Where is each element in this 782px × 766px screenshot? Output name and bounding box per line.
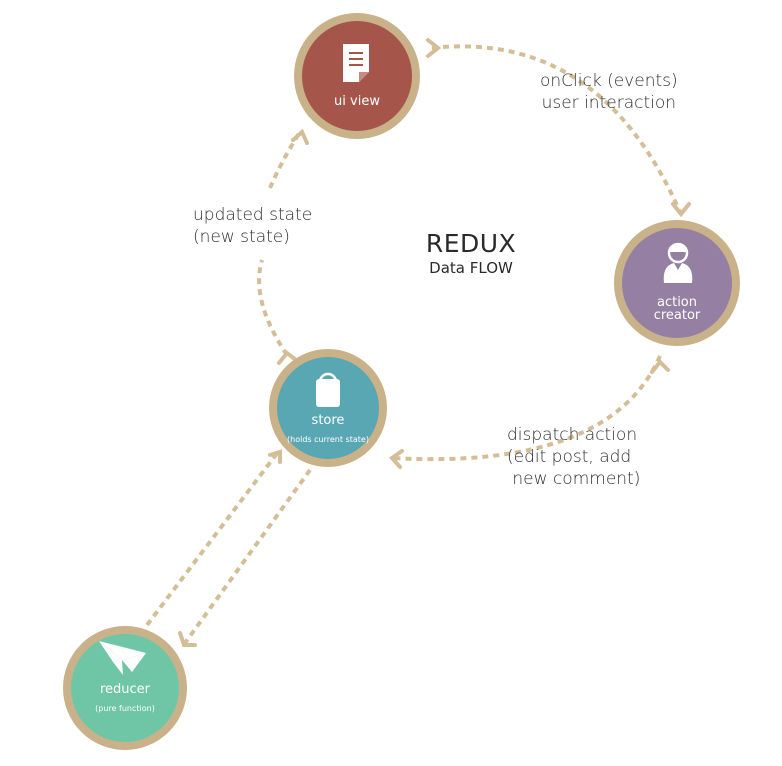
edge-store-to-ui: [257, 259, 289, 357]
paper-plane-icon: [99, 641, 146, 675]
node-ui-view: [294, 13, 420, 139]
node-name: store: [311, 413, 345, 428]
arrowhead-to-action: [671, 202, 691, 218]
edge-label-ui-to-action: onClick (events) user interaction: [540, 71, 678, 113]
node-name: reducer: [99, 682, 151, 697]
node-label-ui-view: ui view: [317, 94, 397, 109]
node-label-store: store (holds current state): [273, 413, 383, 446]
node-desc: (holds current state): [287, 435, 369, 444]
document-icon: [343, 44, 369, 82]
user-icon: [663, 242, 693, 283]
edge-store-to-reducer: [183, 468, 312, 645]
arrowhead-to-store-from-reducer: [268, 449, 282, 464]
node-label-action-creator: action creator: [637, 296, 717, 322]
title-sub: Data FLOW: [429, 259, 513, 277]
node-reducer: [63, 626, 187, 750]
arrowhead-ui-to-action: [426, 38, 442, 58]
node-desc: (pure function): [95, 704, 155, 713]
arrowhead-to-store: [389, 449, 404, 469]
arrowhead-store-out: [277, 350, 298, 365]
diagram-title: REDUX Data FLOW: [412, 230, 530, 278]
node-store: [269, 349, 387, 467]
arrowhead-to-ui: [291, 128, 309, 145]
edge-label-store-to-ui: updated state (new state): [193, 205, 313, 247]
node-label-reducer: reducer (pure function): [75, 682, 175, 715]
arrowhead-to-reducer: [178, 631, 197, 647]
edge-reducer-to-store: [145, 450, 280, 627]
edge-label-action-to-store: dispatch action (edit post, add new comm…: [507, 425, 641, 489]
arrowhead-action-out: [650, 359, 670, 374]
shopping-bag-icon: [316, 372, 340, 407]
node-action-creator: [614, 220, 740, 346]
node-name: action creator: [653, 295, 701, 323]
node-name: ui view: [334, 94, 380, 109]
title-main: REDUX: [425, 229, 517, 258]
